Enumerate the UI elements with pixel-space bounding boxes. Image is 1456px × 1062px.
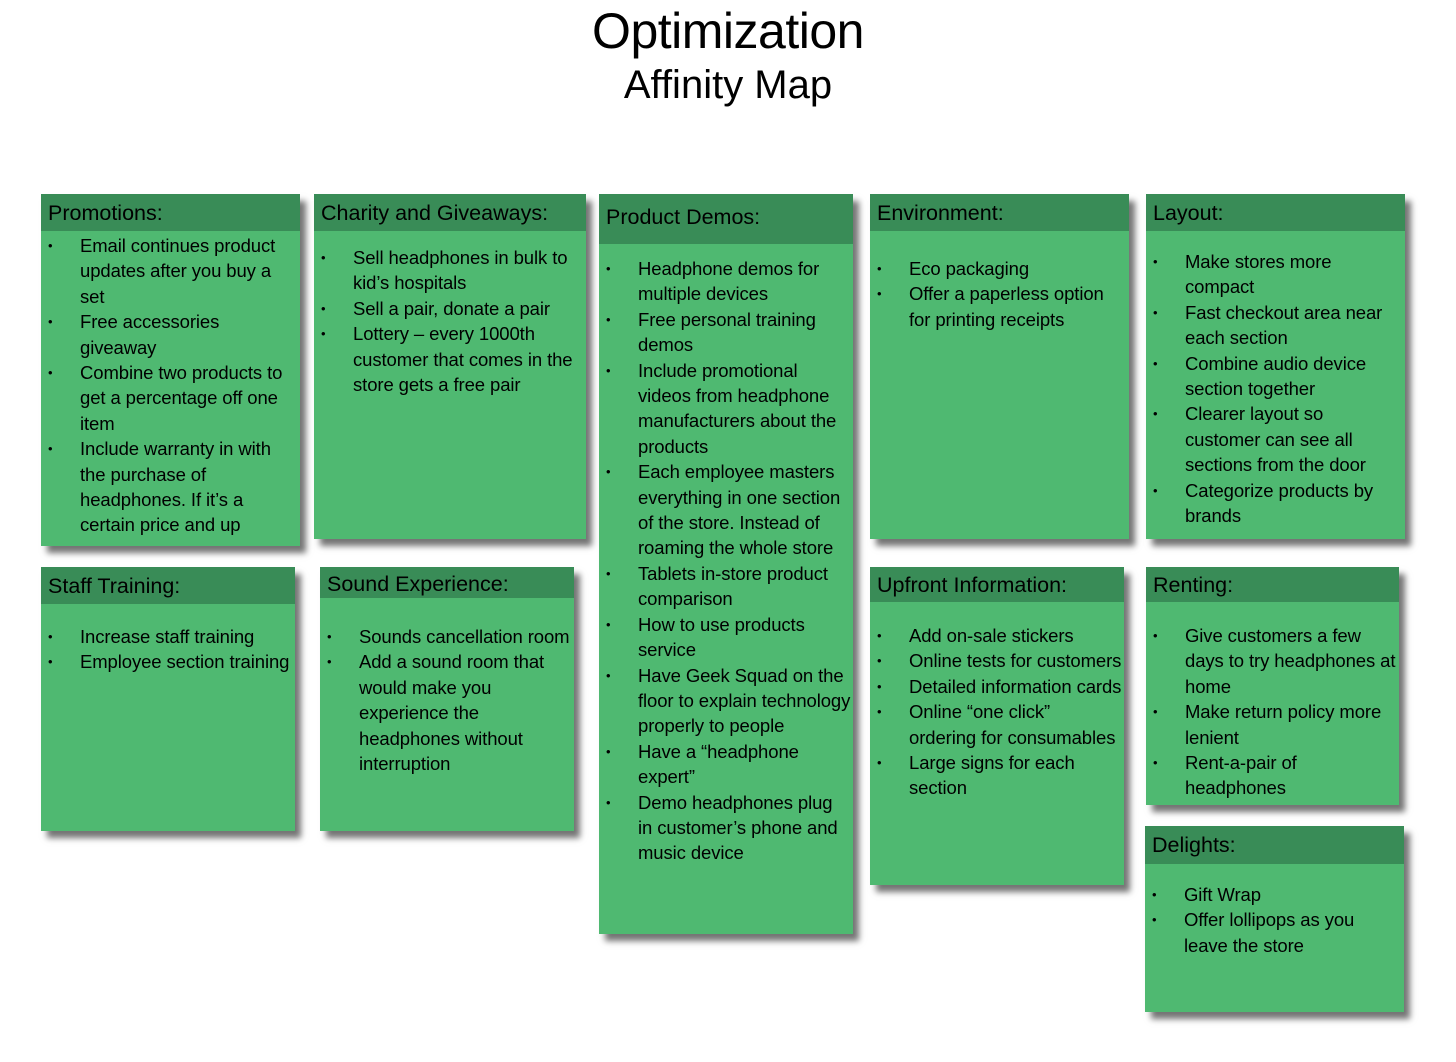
list-item: Free accessories giveaway [41,309,300,360]
note-header: Promotions: [41,194,300,231]
note-header: Product Demos: [599,194,853,244]
list-item: Employee section training [41,649,295,675]
note-header: Environment: [870,194,1129,231]
note-list: Eco packaging Offer a paperless option f… [870,231,1129,332]
list-item: Gift Wrap [1145,882,1404,908]
list-item: Online tests for customers [870,648,1124,674]
list-item: Increase staff training [41,624,295,650]
list-item: Sell a pair, donate a pair [314,296,586,322]
list-item: Detailed information cards [870,674,1124,700]
list-item: Offer lollipops as you leave the store [1145,907,1404,958]
list-item: Clearer layout so customer can see all s… [1146,401,1405,477]
list-item: Fast checkout area near each section [1146,300,1405,351]
list-item: Eco packaging [870,256,1129,282]
note-list: Gift Wrap Offer lollipops as you leave t… [1145,864,1404,958]
list-item: Have Geek Squad on the floor to explain … [599,663,853,739]
note-title: Renting: [1153,573,1234,597]
note-promotions: Promotions: Email continues product upda… [41,194,300,546]
note-title: Sound Experience: [327,572,509,596]
note-sound-experience: Sound Experience: Sounds cancellation ro… [320,567,574,831]
page-subtitle: Affinity Map [623,63,833,107]
note-delights: Delights: Gift Wrap Offer lollipops as y… [1145,826,1404,1012]
note-list: Sell headphones in bulk to kid’s hospita… [314,231,586,397]
note-product-demos: Product Demos: Headphone demos for multi… [599,194,853,934]
note-list: Add on-sale stickers Online tests for cu… [870,602,1124,801]
list-item: Make return policy more lenient [1146,699,1399,750]
list-item: Demo headphones plug in customer’s phone… [599,790,853,866]
note-title: Staff Training: [48,574,181,598]
note-upfront-information: Upfront Information: Add on-sale sticker… [870,567,1124,885]
note-title: Product Demos: [606,205,761,229]
note-title: Upfront Information: [877,573,1068,597]
note-header: Sound Experience: [320,567,574,598]
note-list: Give customers a few days to try headpho… [1146,602,1399,801]
note-list: Sounds cancellation room Add a sound roo… [320,598,574,776]
list-item: How to use products service [599,612,853,663]
list-item: Offer a paperless option for printing re… [870,281,1129,332]
list-item: Sell headphones in bulk to kid’s hospita… [314,245,586,296]
list-item: Rent-a-pair of headphones [1146,750,1399,801]
list-item: Each employee masters everything in one … [599,459,853,561]
note-header: Upfront Information: [870,567,1124,602]
list-item: Include promotional videos from headphon… [599,358,853,460]
note-header: Delights: [1145,826,1404,864]
list-item: Add on-sale stickers [870,623,1124,649]
list-item: Have a “headphone expert” [599,739,853,790]
note-header: Charity and Giveaways: [314,194,586,231]
list-item: Add a sound room that would make you exp… [320,649,574,776]
list-item: Online “one click” ordering for consumab… [870,699,1124,750]
list-item: Free personal training demos [599,307,853,358]
list-item: Combine audio device section together [1146,351,1405,402]
list-item: Make stores more compact [1146,249,1405,300]
note-header: Renting: [1146,567,1399,602]
note-title: Delights: [1152,833,1236,857]
note-title: Environment: [877,201,1004,225]
list-item: Include warranty in with the purchase of… [41,436,300,538]
note-list: Increase staff training Employee section… [41,604,295,675]
note-list: Email continues product updates after yo… [41,231,300,538]
list-item: Combine two products to get a percentage… [41,360,300,436]
note-layout: Layout: Make stores more compact Fast ch… [1146,194,1405,539]
note-title: Charity and Giveaways: [321,201,549,225]
list-item: Categorize products by brands [1146,478,1405,529]
list-item: Email continues product updates after yo… [41,233,300,309]
list-item: Sounds cancellation room [320,624,574,650]
note-title: Promotions: [48,201,163,225]
list-item: Tablets in-store product comparison [599,561,853,612]
note-staff-training: Staff Training: Increase staff training … [41,567,295,831]
list-item: Lottery – every 1000th customer that com… [314,321,586,397]
list-item: Headphone demos for multiple devices [599,256,853,307]
note-list: Headphone demos for multiple devices Fre… [599,244,853,866]
note-renting: Renting: Give customers a few days to tr… [1146,567,1399,805]
list-item: Give customers a few days to try headpho… [1146,623,1399,699]
note-charity-and-giveaways: Charity and Giveaways: Sell headphones i… [314,194,586,539]
note-header: Layout: [1146,194,1405,231]
page-title: Optimization [592,3,864,59]
note-environment: Environment: Eco packaging Offer a paper… [870,194,1129,539]
note-title: Layout: [1153,201,1224,225]
note-header: Staff Training: [41,567,295,604]
list-item: Large signs for each section [870,750,1124,801]
note-list: Make stores more compact Fast checkout a… [1146,231,1405,528]
